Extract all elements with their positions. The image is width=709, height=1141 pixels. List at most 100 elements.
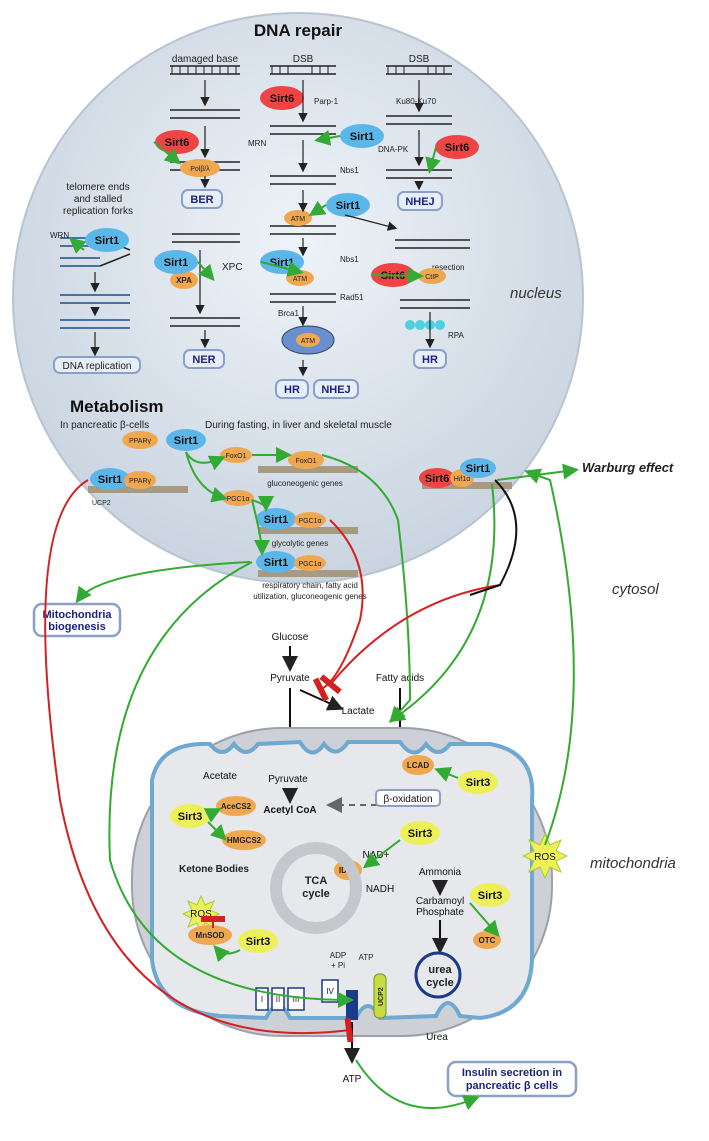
ber-pill xyxy=(181,189,223,209)
mitochondria-label: mitochondria xyxy=(590,855,676,872)
damaged-base-label: damaged base xyxy=(172,54,239,65)
hr-pill-1 xyxy=(275,379,309,399)
ucp2-gene-label: UCP2 xyxy=(92,500,111,507)
foxo1-right-label: FoxO1 xyxy=(295,458,316,465)
nhej-pill-2 xyxy=(313,379,359,399)
foxo1-left-label: FoxO1 xyxy=(225,453,246,460)
sirt3-otc-label: Sirt3 xyxy=(478,890,502,902)
ner-pill xyxy=(183,349,225,369)
nhej-pill-1 xyxy=(397,191,443,211)
dna-replication-text: DNA replication xyxy=(63,361,132,372)
sirt3-acecs2-node xyxy=(170,804,210,828)
sirt3-idh2-label: Sirt3 xyxy=(408,828,432,840)
metabolism-nodes: PPARγ Sirt1 Sirt1 PPARγ UCP2 FoxO1 FoxO1… xyxy=(90,429,496,601)
complex-ii: II xyxy=(276,995,280,1004)
ppar-bottom-label: PPARγ xyxy=(129,478,152,485)
metabolism-title: Metabolism xyxy=(70,397,164,416)
mrn-label: MRN xyxy=(248,139,266,148)
xpa-enzyme: XPA xyxy=(176,276,192,285)
parp1-label: Parp-1 xyxy=(314,97,339,106)
electron-transport-chain: I II III IV UCP2 xyxy=(255,973,387,1020)
atm-enzyme-1: ATM xyxy=(291,216,305,223)
acetate-label: Acetate xyxy=(203,771,237,782)
gluconeogenic-label: gluconeogenic genes xyxy=(267,479,343,488)
wrn-label: WRN xyxy=(50,231,69,240)
insulin-line1: Insulin secretion in xyxy=(462,1067,563,1079)
ku-label: Ku80-Ku70 xyxy=(396,97,437,106)
telomere-note-3: replication forks xyxy=(63,206,133,217)
sirt6-parp-label: Sirt6 xyxy=(270,93,294,105)
urea-cycle-line1: urea xyxy=(428,964,452,976)
carbamoyl-line1: Carbamoyl xyxy=(416,896,464,907)
black-hif-line xyxy=(469,479,518,596)
sirt1-ucp2-label: Sirt1 xyxy=(98,474,122,486)
sirt3-mnsod-node xyxy=(238,929,278,953)
mnsod-node xyxy=(188,925,232,945)
mito-biogenesis-line1: Mitochondria xyxy=(42,609,112,621)
atm-enzyme-2: ATM xyxy=(293,276,307,283)
nbs1-label-b: Nbs1 xyxy=(340,255,359,264)
ctip-enzyme: CtIP xyxy=(425,274,439,281)
mnsod-label: MnSOD xyxy=(196,931,225,940)
repair-pathway-pills: BER NHEJ NER HR NHEJ HR DNA replication xyxy=(53,189,447,399)
nhej-text-1: NHEJ xyxy=(405,196,434,208)
sirt6-parp-node xyxy=(260,86,304,110)
otc-label: OTC xyxy=(479,936,496,945)
sirt1-atm-node xyxy=(326,193,370,217)
tca-cycle-ring xyxy=(270,842,362,934)
sirt6-dnapk-node xyxy=(435,135,479,159)
sirt6-hif-label: Sirt6 xyxy=(425,473,449,485)
hmgcs2-label: HMGCS2 xyxy=(227,836,262,845)
ros-outer-label: ROS xyxy=(534,852,556,863)
sirt6-ber-node xyxy=(155,130,199,154)
dnapk-label: DNA-PK xyxy=(378,145,409,154)
atp-label: ATP xyxy=(343,1074,362,1085)
fasting-label: During fasting, in liver and skeletal mu… xyxy=(205,420,392,431)
complex-i: I xyxy=(261,995,263,1004)
ber-text: BER xyxy=(190,194,213,206)
sirt1-xpa-node xyxy=(154,250,198,274)
cytosol-label: cytosol xyxy=(612,581,659,598)
tca-line2: cycle xyxy=(302,888,330,900)
glucose-label: Glucose xyxy=(272,632,309,643)
dna-repair-title: DNA repair xyxy=(254,21,343,40)
adp-label: ADP xyxy=(330,951,346,960)
nhej-text-2: NHEJ xyxy=(321,384,350,396)
atp-small-label: ATP xyxy=(359,953,374,962)
hr-text-2: HR xyxy=(422,354,438,366)
sirt6-dnapk-label: Sirt6 xyxy=(445,142,469,154)
sirt-nodes-nucleus: Sirt1 Sirt6 Sirt6 Sirt1 Sirt6 Sirt1 Sirt… xyxy=(85,86,479,287)
hif1a-label: Hif1α xyxy=(454,476,471,483)
sirt1-resp-label: Sirt1 xyxy=(264,557,288,569)
dna-replication-pill xyxy=(53,356,141,374)
sirt3-acecs2-label: Sirt3 xyxy=(178,811,202,823)
sirt6-ber-label: Sirt6 xyxy=(165,137,189,149)
pgc1a-glyco-label: PGC1α xyxy=(298,518,321,525)
sirt3-idh2-node xyxy=(400,821,440,845)
insulin-box xyxy=(446,1060,578,1098)
carbamoyl-line2: Phosphate xyxy=(416,907,464,918)
sirt3-lcad-label: Sirt3 xyxy=(466,777,490,789)
ppar-top-label: PPARγ xyxy=(129,438,152,445)
glycolytic-label: glycolytic genes xyxy=(272,539,328,548)
repair-enzymes: Polβ/λ XPA XPC ATM ATM ATM CtIP xyxy=(170,159,446,355)
repair-arrows xyxy=(90,80,435,377)
resection-label: resection xyxy=(432,263,464,272)
sirt3-otc-node xyxy=(470,883,510,907)
ammonia-label: Ammonia xyxy=(419,867,462,878)
atm-enzyme-3: ATM xyxy=(301,338,315,345)
sirt3-mnsod-label: Sirt3 xyxy=(246,936,270,948)
mito-biogenesis-line2: biogenesis xyxy=(48,621,105,633)
acecs2-node xyxy=(216,796,256,816)
acecs2-label: AceCS2 xyxy=(221,802,252,811)
resp-label-2: utilization, gluconeogenic genes xyxy=(253,592,366,601)
xpc-label: XPC xyxy=(222,262,243,273)
hmgcs2-node xyxy=(222,830,266,850)
sirt3-lcad-node xyxy=(458,770,498,794)
urea-cycle-ring xyxy=(414,951,462,999)
sirt1-xpa-label: Sirt1 xyxy=(164,257,188,269)
telomere-note-2: and stalled xyxy=(74,194,122,205)
sirt1-atm-label: Sirt1 xyxy=(336,200,360,212)
mito-biogenesis-box xyxy=(32,602,122,638)
